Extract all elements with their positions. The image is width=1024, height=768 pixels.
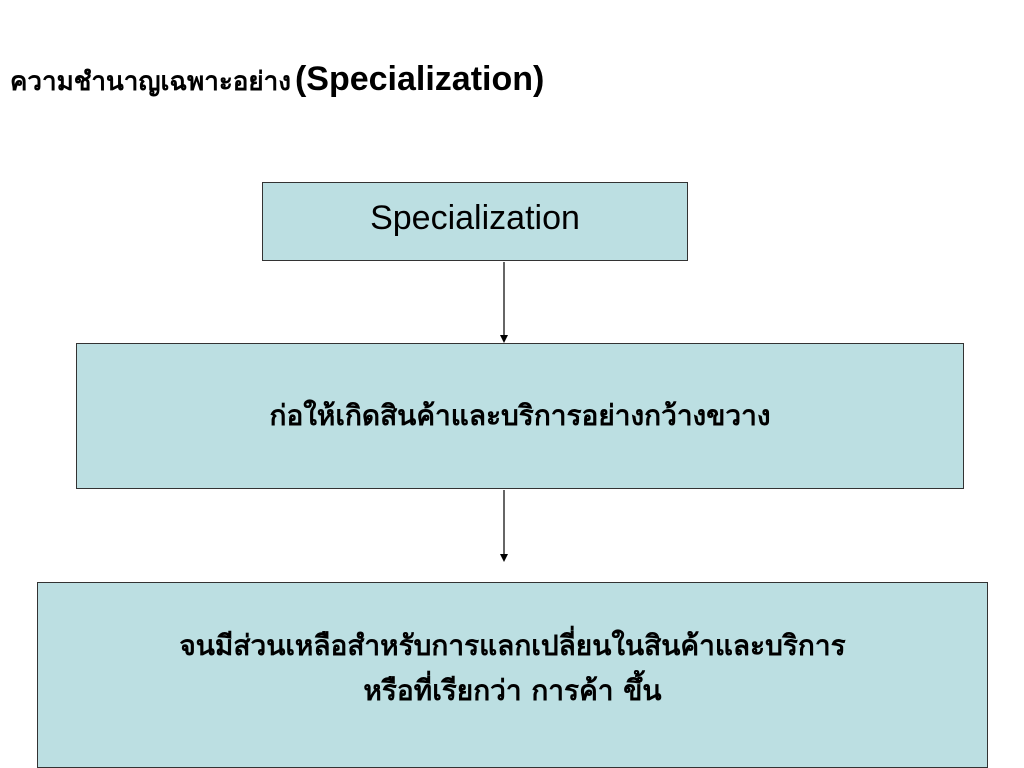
node-surplus-trade-line1: จนมีส่วนเหลือสำหรับการแลกเปลี่ยนในสินค้า… bbox=[179, 629, 846, 663]
title-thai: ความชำนาญเฉพาะอย่าง bbox=[10, 67, 291, 97]
arrow-top-to-middle bbox=[500, 262, 508, 343]
node-wide-goods-services-label: ก่อให้เกิดสินค้าและบริการอย่างกว้างขวาง bbox=[269, 398, 771, 432]
arrow-middle-to-bottom bbox=[500, 490, 508, 562]
node-surplus-trade: จนมีส่วนเหลือสำหรับการแลกเปลี่ยนในสินค้า… bbox=[37, 582, 988, 768]
node-wide-goods-services: ก่อให้เกิดสินค้าและบริการอย่างกว้างขวาง bbox=[76, 343, 964, 489]
node-surplus-trade-line2: หรือที่เรียกว่า การค้า ขึ้น bbox=[363, 674, 662, 707]
node-specialization: Specialization bbox=[262, 182, 688, 261]
title-english: (Specialization) bbox=[294, 60, 545, 98]
page-title: ความชำนาญเฉพาะอย่าง (Specialization) bbox=[10, 60, 544, 102]
node-specialization-label: Specialization bbox=[370, 199, 580, 237]
